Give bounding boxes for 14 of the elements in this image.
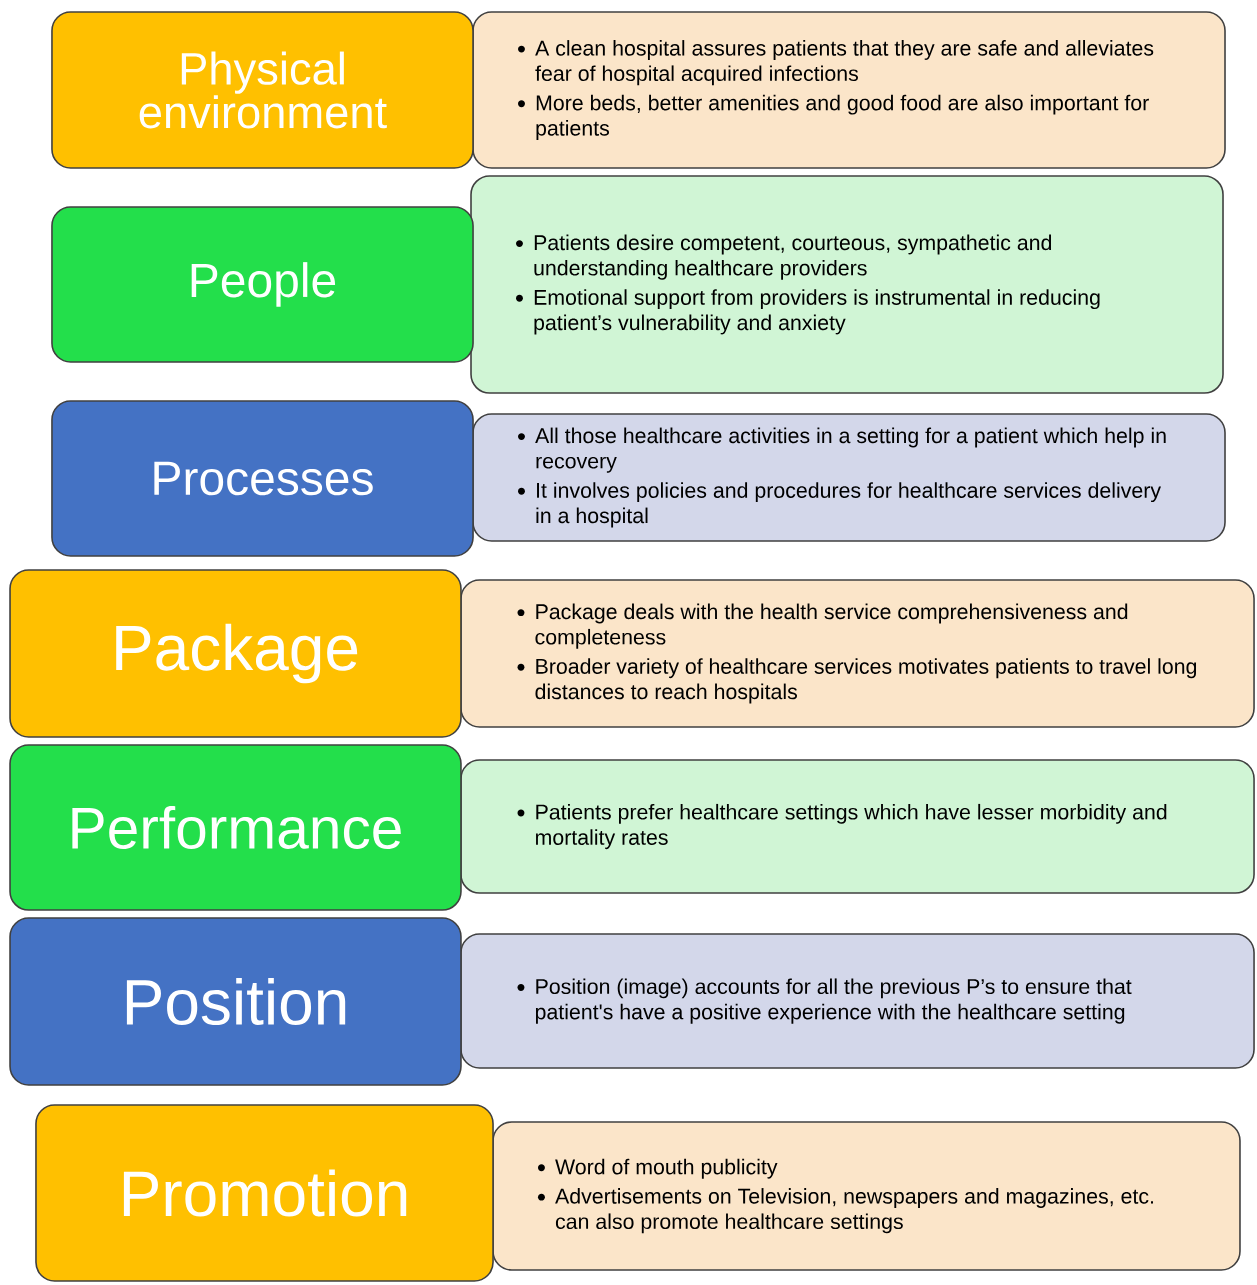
category-box: Processes — [51, 400, 474, 557]
category-box: Position — [9, 917, 462, 1086]
description-box: Position (image) accounts for all the previous P’s to ensure that patient's have a positive experience with the healthcare setting — [460, 933, 1255, 1069]
description-box: Package deals with the health service comprehensiveness and completeness Broader variety of healthcare services motivates patients to travel long distances to reach hospitals — [460, 579, 1255, 728]
category-box: Package — [9, 569, 462, 738]
description-box: All those healthcare activities in a setting for a patient which help in recovery It involves policies and procedures for healthcare services delivery in a hospital — [472, 413, 1226, 542]
category-box: Promotion — [35, 1104, 494, 1282]
description-box: Word of mouth publicity Advertisements on Television, newspapers and magazines, etc. can also promote healthcare settings — [492, 1121, 1241, 1271]
category-box: Performance — [9, 744, 462, 911]
description-box: Patients desire competent, courteous, sympathetic and understanding healthcare providers Emotional support from providers is instrumental in reducing patient’s vulnerability and anxiety — [470, 175, 1224, 394]
category-box: People — [51, 206, 474, 363]
description-box: Patients prefer healthcare settings which have lesser morbidity and mortality rates — [460, 759, 1255, 894]
description-box: A clean hospital assures patients that they are safe and alleviates fear of hospital acquired infections More beds, better amenities and good food are also important for patients — [472, 11, 1226, 169]
category-box: Physical environment — [51, 11, 474, 169]
